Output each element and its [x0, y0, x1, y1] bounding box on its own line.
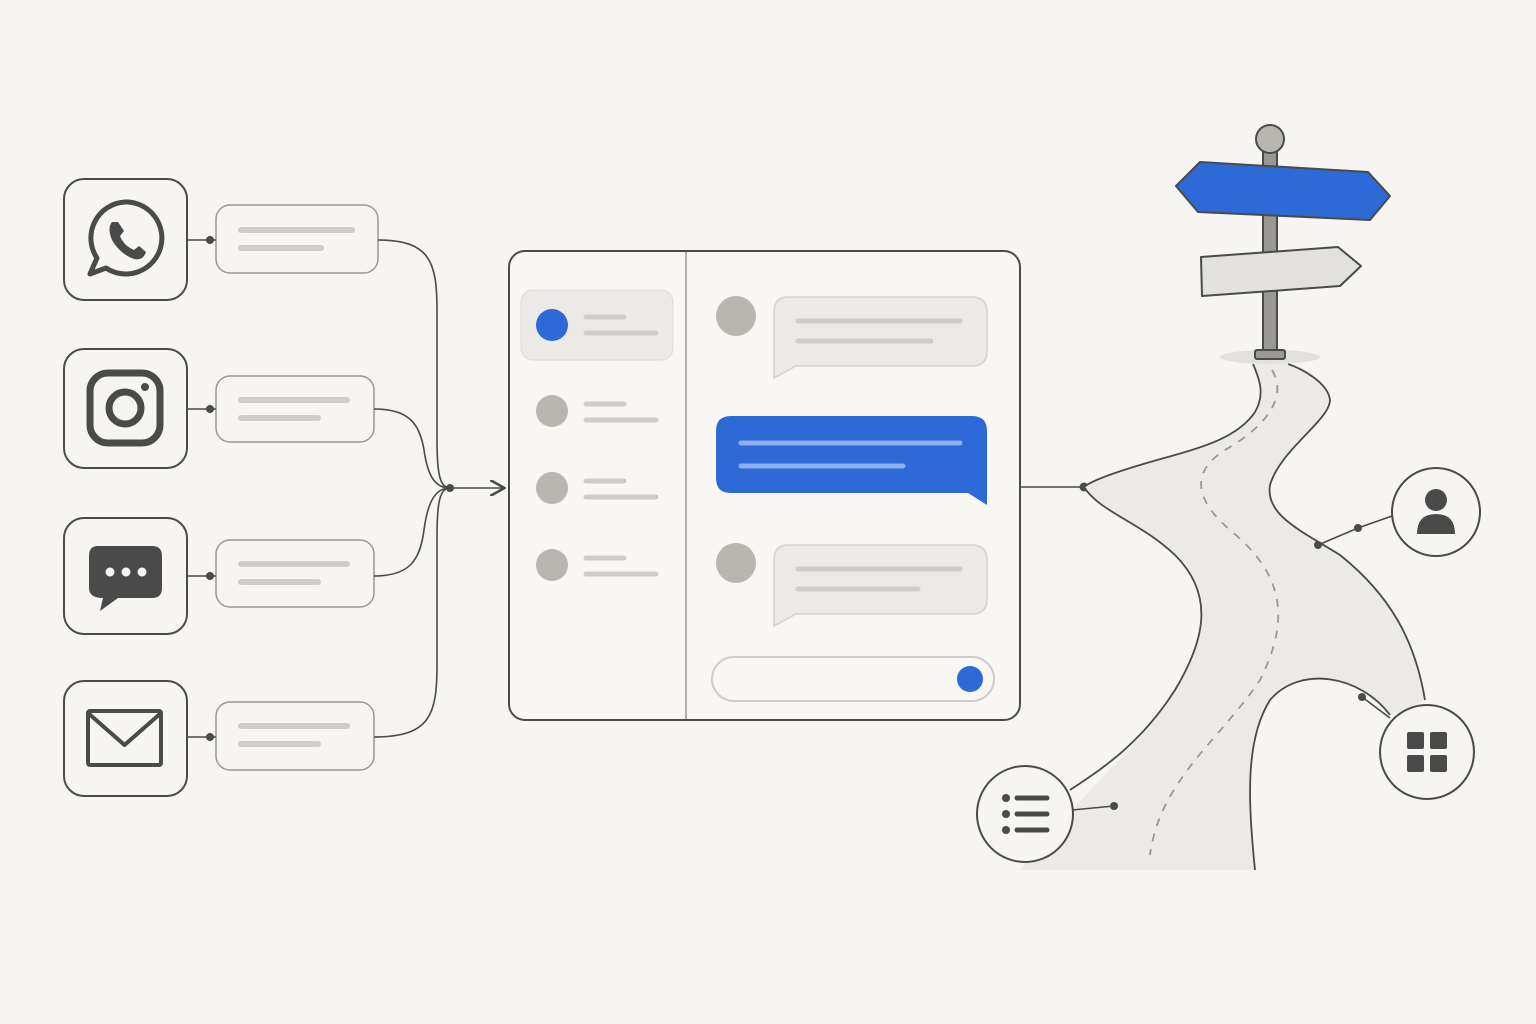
- connector-dot: [206, 572, 214, 580]
- road-edge: [1268, 363, 1426, 701]
- conversation-item-selected[interactable]: [520, 289, 674, 361]
- list-icon: [1002, 794, 1050, 834]
- message-incoming: [716, 543, 988, 628]
- merge-dot: [446, 484, 454, 492]
- send-dot-icon[interactable]: [957, 666, 983, 692]
- channel-inputs: [63, 178, 503, 797]
- road-edge: [1069, 363, 1262, 791]
- apps-grid-icon: [1407, 732, 1447, 772]
- message-outgoing: [716, 416, 987, 505]
- destination-list[interactable]: [976, 765, 1118, 863]
- message-composer[interactable]: [711, 656, 995, 702]
- message-thread: [716, 296, 988, 628]
- message-input[interactable]: [711, 656, 995, 702]
- signpost: [1175, 124, 1391, 364]
- inbox-to-road-connector: [1020, 482, 1089, 492]
- signpost-base: [1254, 349, 1286, 360]
- channel-email: [63, 680, 375, 797]
- connector-dot: [206, 733, 214, 741]
- connector: [1361, 696, 1391, 719]
- sign-arrow-left: [1175, 161, 1391, 221]
- connector-dot: [206, 236, 214, 244]
- destination-apps[interactable]: [1358, 693, 1475, 800]
- avatar: [536, 549, 568, 581]
- sign-arrow-right: [1200, 246, 1362, 297]
- channel-message-card: [215, 375, 375, 443]
- whatsapp-icon: [87, 199, 165, 277]
- merge-flow-lines: [373, 239, 503, 738]
- connector: [1071, 805, 1115, 811]
- channel-instagram: [63, 348, 375, 469]
- conversation-item[interactable]: [536, 395, 659, 427]
- conversation-item[interactable]: [536, 472, 659, 504]
- avatar: [536, 472, 568, 504]
- avatar: [536, 309, 568, 341]
- destination-circle[interactable]: [1379, 704, 1475, 800]
- destinations: [976, 467, 1481, 863]
- road-edge: [1249, 677, 1391, 871]
- conversation-item[interactable]: [536, 549, 659, 581]
- chat-bubble-icon: [89, 546, 162, 611]
- routing-road: [1020, 363, 1426, 871]
- user-icon: [1417, 489, 1455, 534]
- road-center-line: [1149, 369, 1280, 856]
- road-surface: [1020, 364, 1425, 870]
- channel-message-card: [215, 701, 375, 771]
- destination-circle[interactable]: [1391, 467, 1481, 557]
- channel-tile: [63, 680, 188, 797]
- channel-message-card: [215, 539, 375, 608]
- channel-tile: [63, 348, 188, 469]
- message-incoming: [716, 296, 988, 380]
- instagram-icon: [86, 369, 164, 447]
- destination-user[interactable]: [1314, 467, 1481, 557]
- channel-message-card: [215, 204, 379, 274]
- conversation-list: [520, 289, 674, 581]
- channel-sms: [63, 517, 375, 635]
- channel-whatsapp: [63, 178, 379, 301]
- connector-dot: [206, 405, 214, 413]
- channel-tile: [63, 178, 188, 301]
- mail-icon: [86, 709, 163, 767]
- avatar: [716, 543, 756, 583]
- avatar: [536, 395, 568, 427]
- signpost-cap: [1255, 124, 1285, 154]
- avatar: [716, 296, 756, 336]
- unified-inbox-window: [508, 250, 1021, 721]
